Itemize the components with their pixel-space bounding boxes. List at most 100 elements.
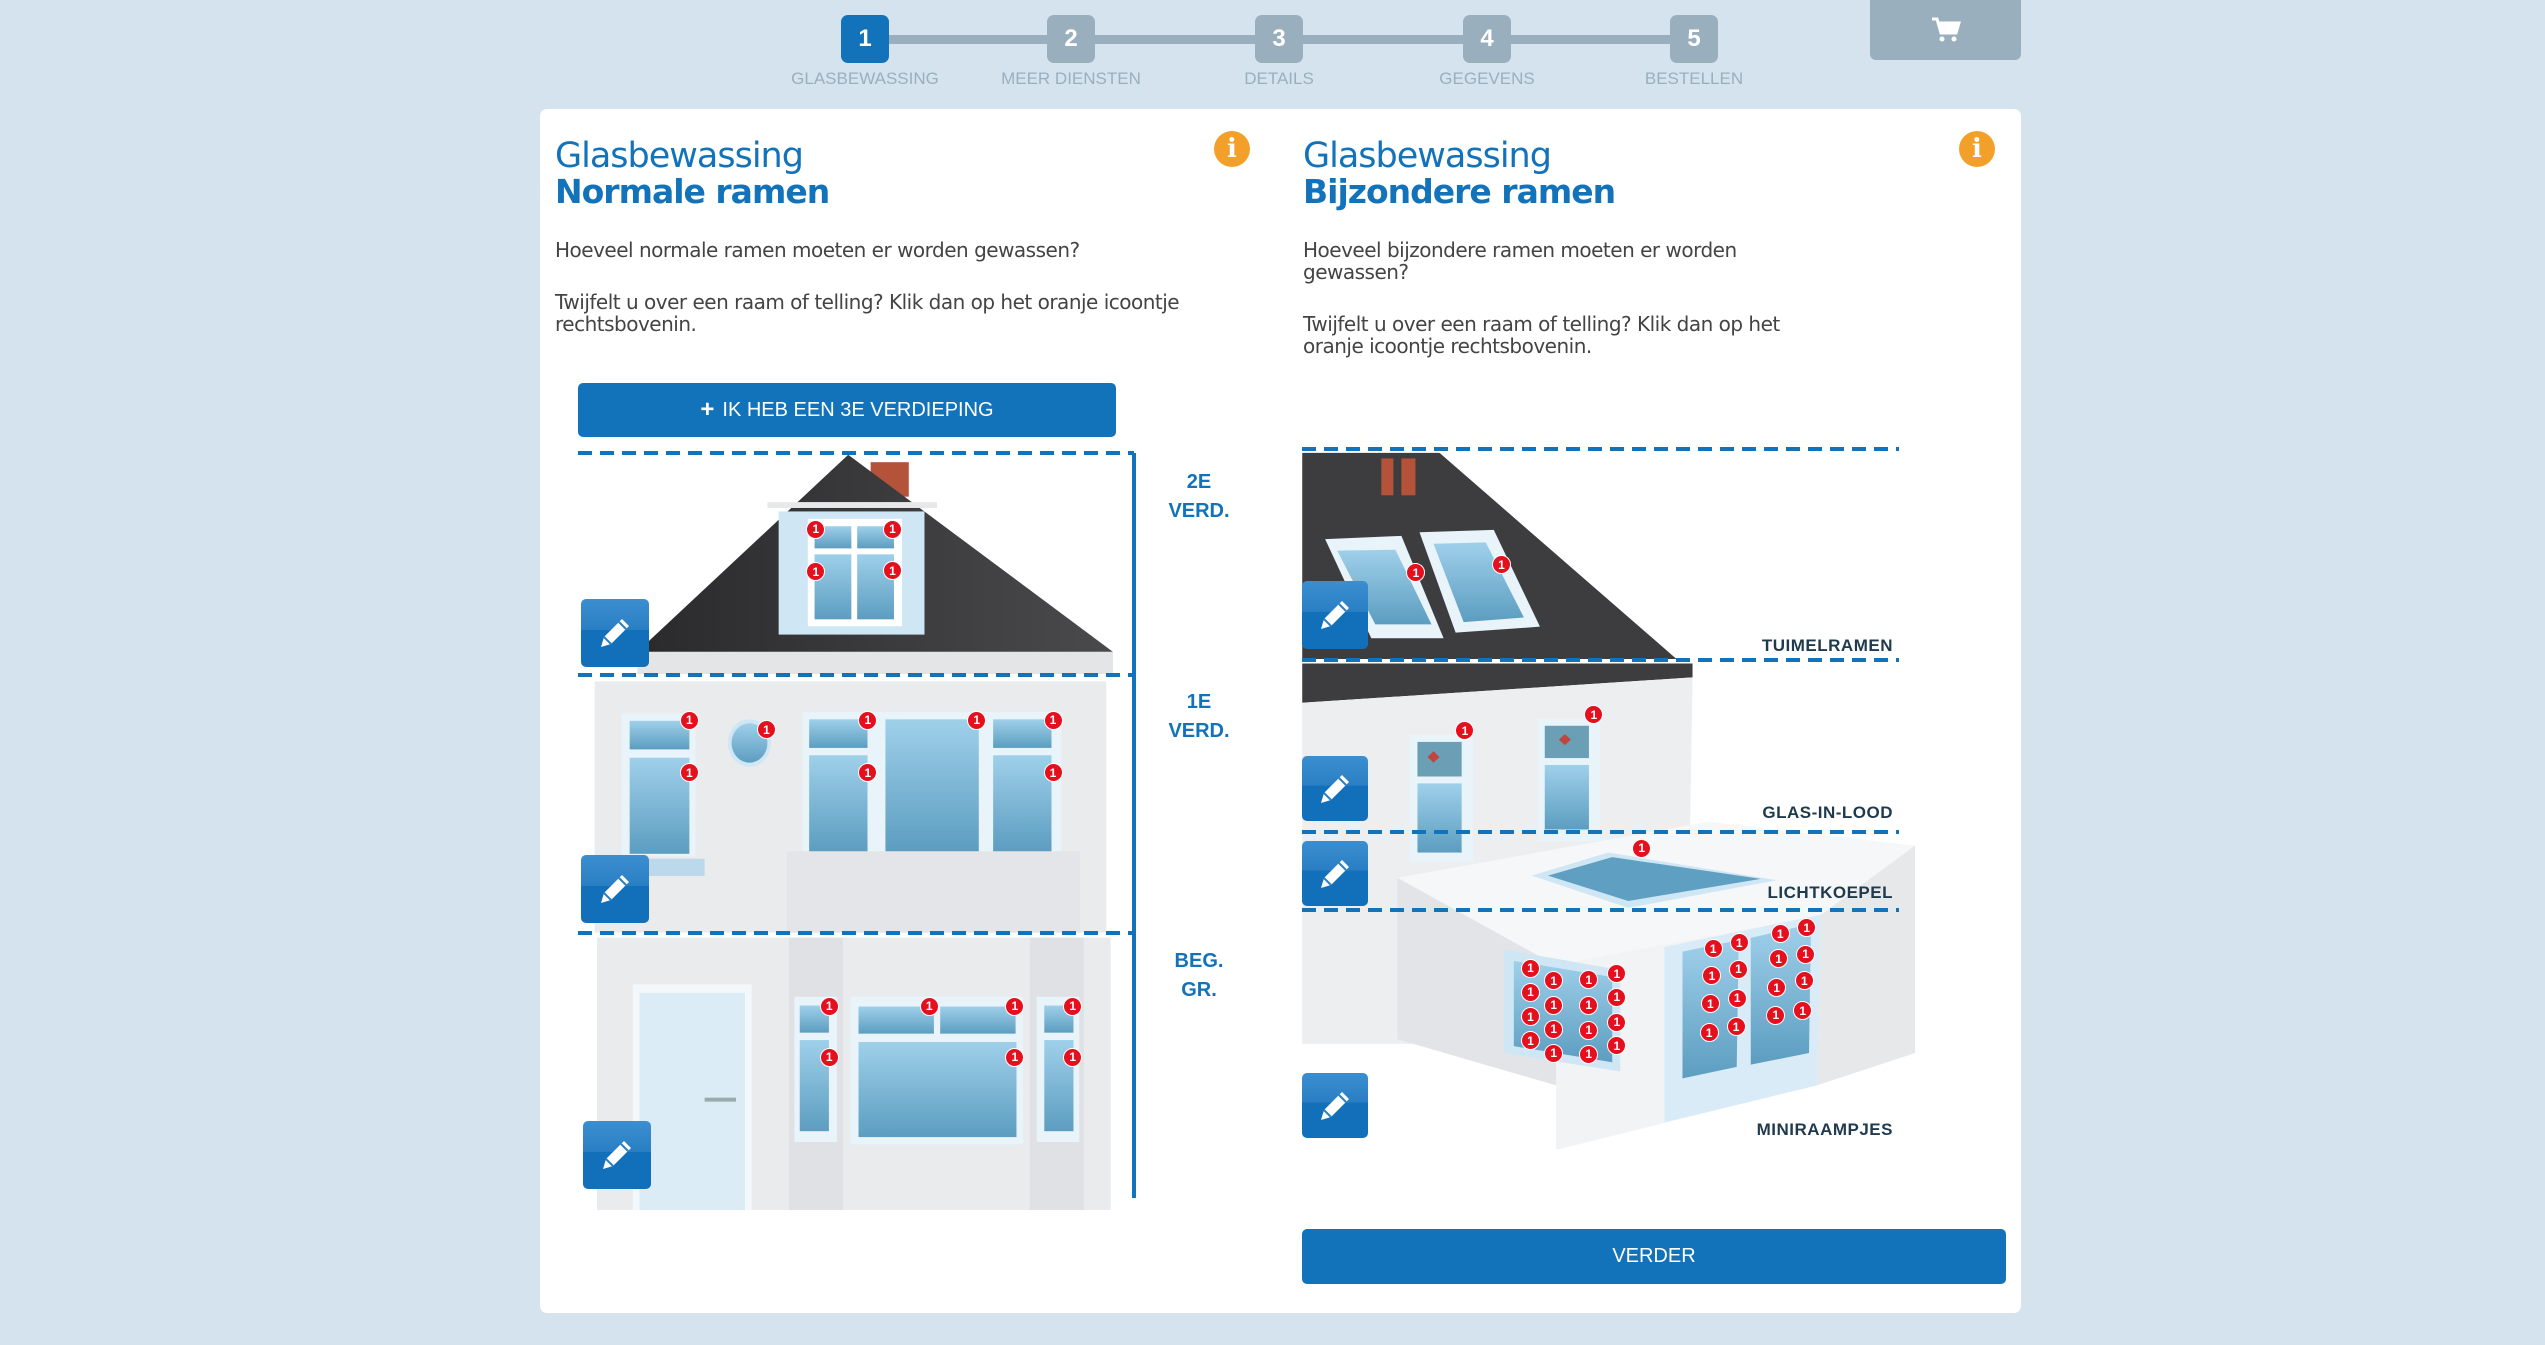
- special-window-count-badge[interactable]: 1: [1607, 1012, 1627, 1032]
- normal-window-count-badge[interactable]: 1: [1063, 1047, 1083, 1067]
- pencil-icon: [603, 1141, 631, 1169]
- normal-window-count-badge[interactable]: 1: [756, 720, 776, 740]
- normal-window-count-badge[interactable]: 1: [919, 996, 939, 1016]
- special-window-count-badge[interactable]: 1: [1520, 1031, 1540, 1050]
- special-window-count-badge[interactable]: 1: [1544, 995, 1564, 1015]
- floor-label-ground: BEG.GR.: [1139, 947, 1259, 1005]
- right-title: Glasbewassing: [1303, 136, 1552, 176]
- special-window-count-badge[interactable]: 1: [1770, 924, 1790, 944]
- special-window-count-badge[interactable]: 1: [1579, 995, 1599, 1015]
- pencil-icon: [601, 619, 629, 647]
- special-window-count-badge[interactable]: 1: [1794, 971, 1814, 991]
- special-window-count-badge[interactable]: 1: [1607, 964, 1627, 984]
- step-3[interactable]: 3: [1255, 15, 1303, 63]
- normal-window-count-badge[interactable]: 1: [882, 561, 902, 581]
- special-window-count-badge[interactable]: 1: [1579, 1020, 1599, 1040]
- normal-window-count-badge[interactable]: 1: [1005, 996, 1025, 1016]
- special-window-count-badge[interactable]: 1: [1520, 958, 1540, 978]
- edit-2e-floor-button[interactable]: [581, 599, 649, 667]
- category-label-tuimelramen: TUIMELRAMEN: [1761, 636, 1893, 655]
- edit-1e-floor-button[interactable]: [581, 855, 649, 923]
- special-window-count-badge[interactable]: 1: [1520, 982, 1540, 1002]
- category-divider: [1302, 658, 1899, 662]
- left-title: Glasbewassing: [555, 136, 804, 176]
- special-window-count-badge[interactable]: 1: [1793, 1001, 1813, 1021]
- special-window-count-badge[interactable]: 1: [1796, 944, 1816, 964]
- normal-window-count-badge[interactable]: 1: [858, 710, 878, 730]
- special-window-count-badge[interactable]: 1: [1727, 988, 1747, 1008]
- pencil-icon: [601, 875, 629, 903]
- edit-glas-in-lood-button[interactable]: [1302, 756, 1368, 821]
- normal-window-count-badge[interactable]: 1: [858, 763, 878, 783]
- special-window-count-badge[interactable]: 1: [1607, 1036, 1627, 1056]
- special-window-count-badge[interactable]: 1: [1728, 959, 1748, 979]
- special-window-count-badge[interactable]: 1: [1797, 918, 1817, 938]
- special-window-count-badge[interactable]: 1: [1726, 1017, 1746, 1037]
- special-window-count-badge[interactable]: 1: [1766, 1005, 1786, 1025]
- normal-window-count-badge[interactable]: 1: [1043, 710, 1063, 730]
- special-window-count-badge[interactable]: 1: [1544, 1019, 1564, 1039]
- plus-icon: +: [700, 396, 715, 423]
- category-divider: [1302, 830, 1899, 834]
- category-divider: [1302, 447, 1899, 451]
- special-window-count-badge[interactable]: 1: [1700, 994, 1720, 1014]
- special-window-count-badge[interactable]: 1: [1584, 705, 1604, 725]
- special-window-count-badge[interactable]: 1: [1579, 970, 1599, 990]
- info-icon[interactable]: i: [1214, 131, 1250, 167]
- special-window-count-badge[interactable]: 1: [1406, 563, 1426, 583]
- floor-divider: [578, 931, 1134, 935]
- special-window-count-badge[interactable]: 1: [1607, 987, 1627, 1007]
- right-hint: Twijfelt u over een raam of telling? Kli…: [1303, 312, 1780, 358]
- normal-window-count-badge[interactable]: 1: [967, 710, 987, 730]
- normal-window-count-badge[interactable]: 1: [1063, 996, 1083, 1016]
- normal-window-count-badge[interactable]: 1: [679, 763, 699, 783]
- special-window-count-badge[interactable]: 1: [1632, 838, 1652, 858]
- edit-tuimelramen-button[interactable]: [1302, 581, 1368, 649]
- edit-ground-floor-button[interactable]: [583, 1121, 651, 1189]
- special-window-count-badge[interactable]: 1: [1769, 949, 1789, 969]
- step-5[interactable]: 5: [1670, 15, 1718, 63]
- special-window-count-badge[interactable]: 1: [1492, 555, 1512, 575]
- special-window-count-badge[interactable]: 1: [1703, 939, 1723, 959]
- next-button-label: VERDER: [1612, 1245, 1696, 1267]
- normal-window-count-badge[interactable]: 1: [882, 519, 902, 539]
- next-button[interactable]: VERDER: [1302, 1229, 2006, 1284]
- normal-window-count-badge[interactable]: 1: [1043, 763, 1063, 783]
- left-subtitle: Normale ramen: [555, 172, 830, 211]
- add-third-floor-label: IK HEB EEN 3E VERDIEPING: [722, 398, 994, 421]
- special-window-count-badge[interactable]: 1: [1729, 933, 1749, 953]
- pencil-icon: [1321, 859, 1349, 888]
- edit-miniraampjes-button[interactable]: [1302, 1073, 1368, 1138]
- step-4[interactable]: 4: [1463, 15, 1511, 63]
- step-1[interactable]: 1: [841, 15, 889, 63]
- special-window-count-badge[interactable]: 1: [1544, 1043, 1564, 1063]
- step-4-label: Gegevens: [1439, 69, 1535, 88]
- house-normal-windows-illustration: [594, 454, 1113, 1210]
- step-2-label: Meer diensten: [1001, 69, 1141, 88]
- normal-window-count-badge[interactable]: 1: [679, 710, 699, 730]
- normal-window-count-badge[interactable]: 1: [806, 519, 826, 539]
- normal-window-count-badge[interactable]: 1: [1005, 1047, 1025, 1067]
- edit-lichtkoepel-button[interactable]: [1302, 841, 1368, 906]
- category-label-glas-in-lood: GLAS-IN-LOOD: [1762, 803, 1893, 822]
- category-label-lichtkoepel: LICHTKOEPEL: [1767, 883, 1893, 902]
- cart-button[interactable]: [1870, 0, 2021, 60]
- floor-label-line: VERD.: [1168, 500, 1230, 522]
- normal-window-count-badge[interactable]: 1: [806, 562, 826, 582]
- info-icon[interactable]: i: [1959, 131, 1995, 167]
- normal-window-count-badge[interactable]: 1: [819, 1047, 839, 1067]
- special-window-count-badge[interactable]: 1: [1544, 971, 1564, 991]
- special-window-count-badge[interactable]: 1: [1699, 1023, 1719, 1043]
- special-window-count-badge[interactable]: 1: [1520, 1007, 1540, 1027]
- step-2[interactable]: 2: [1047, 15, 1095, 63]
- special-window-count-badge[interactable]: 1: [1702, 966, 1722, 986]
- special-window-count-badge[interactable]: 1: [1767, 978, 1787, 997]
- normal-window-count-badge[interactable]: 1: [819, 996, 839, 1016]
- add-third-floor-button[interactable]: + IK HEB EEN 3E VERDIEPING: [578, 383, 1116, 437]
- right-question: Hoeveel bijzondere ramen moeten er worde…: [1303, 238, 1737, 284]
- special-window-count-badge[interactable]: 1: [1455, 721, 1475, 741]
- special-window-count-badge[interactable]: 1: [1579, 1044, 1599, 1064]
- pencil-icon: [1321, 774, 1349, 803]
